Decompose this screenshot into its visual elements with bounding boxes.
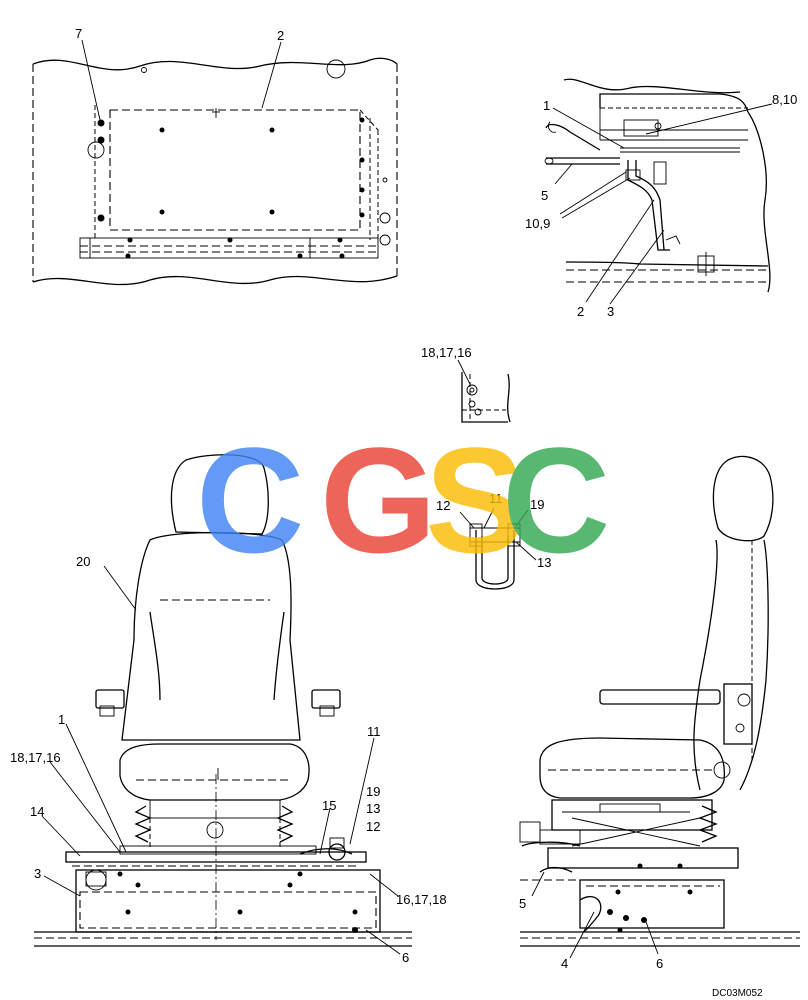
callout-13: 13 xyxy=(537,555,551,570)
callout-12: 12 xyxy=(366,819,380,834)
callout-16-17-18: 16,17,18 xyxy=(396,892,447,907)
callout-3: 3 xyxy=(607,304,614,319)
callout-15: 15 xyxy=(322,798,336,813)
top-right-view: 1 8,10 5 10,9 2 3 xyxy=(525,78,797,319)
side-view-seat: 5 4 6 xyxy=(519,455,800,971)
svg-text:S: S xyxy=(425,416,525,584)
top-left-view: 7 2 xyxy=(32,26,398,286)
callout-18-17-16: 18,17,16 xyxy=(10,750,61,765)
callout-1: 1 xyxy=(58,712,65,727)
callout-13: 13 xyxy=(366,801,380,816)
callout-20: 20 xyxy=(76,554,90,569)
callout-14: 14 xyxy=(30,804,44,819)
u-bolt-detail: 12 11 19 13 xyxy=(436,491,551,590)
callout-2: 2 xyxy=(277,28,284,43)
callout-19: 19 xyxy=(366,784,380,799)
callout-11: 11 xyxy=(489,491,503,506)
callout-12: 12 xyxy=(436,498,450,513)
watermark-logo: C G S C xyxy=(196,416,610,584)
callout-7: 7 xyxy=(75,26,82,41)
callout-4: 4 xyxy=(561,956,568,971)
callout-1: 1 xyxy=(543,98,550,113)
callout-5: 5 xyxy=(541,188,548,203)
svg-text:C: C xyxy=(502,416,610,584)
callout-6: 6 xyxy=(656,956,663,971)
front-view-seat: 20 1 18,17,16 14 3 11 19 13 15 12 16,17,… xyxy=(10,454,447,965)
callout-10-9: 10,9 xyxy=(525,216,550,231)
callout-18-17-16: 18,17,16 xyxy=(421,345,472,360)
svg-text:C: C xyxy=(196,416,304,584)
middle-detail: 18,17,16 xyxy=(421,345,511,423)
callout-5: 5 xyxy=(519,896,526,911)
callout-11: 11 xyxy=(367,724,381,739)
callout-8-10: 8,10 xyxy=(772,92,797,107)
drawing-code: DC03M052 xyxy=(712,988,763,999)
svg-text:G: G xyxy=(320,416,437,584)
callout-2: 2 xyxy=(577,304,584,319)
callout-6: 6 xyxy=(402,950,409,965)
callout-3: 3 xyxy=(34,866,41,881)
callout-19: 19 xyxy=(530,497,544,512)
